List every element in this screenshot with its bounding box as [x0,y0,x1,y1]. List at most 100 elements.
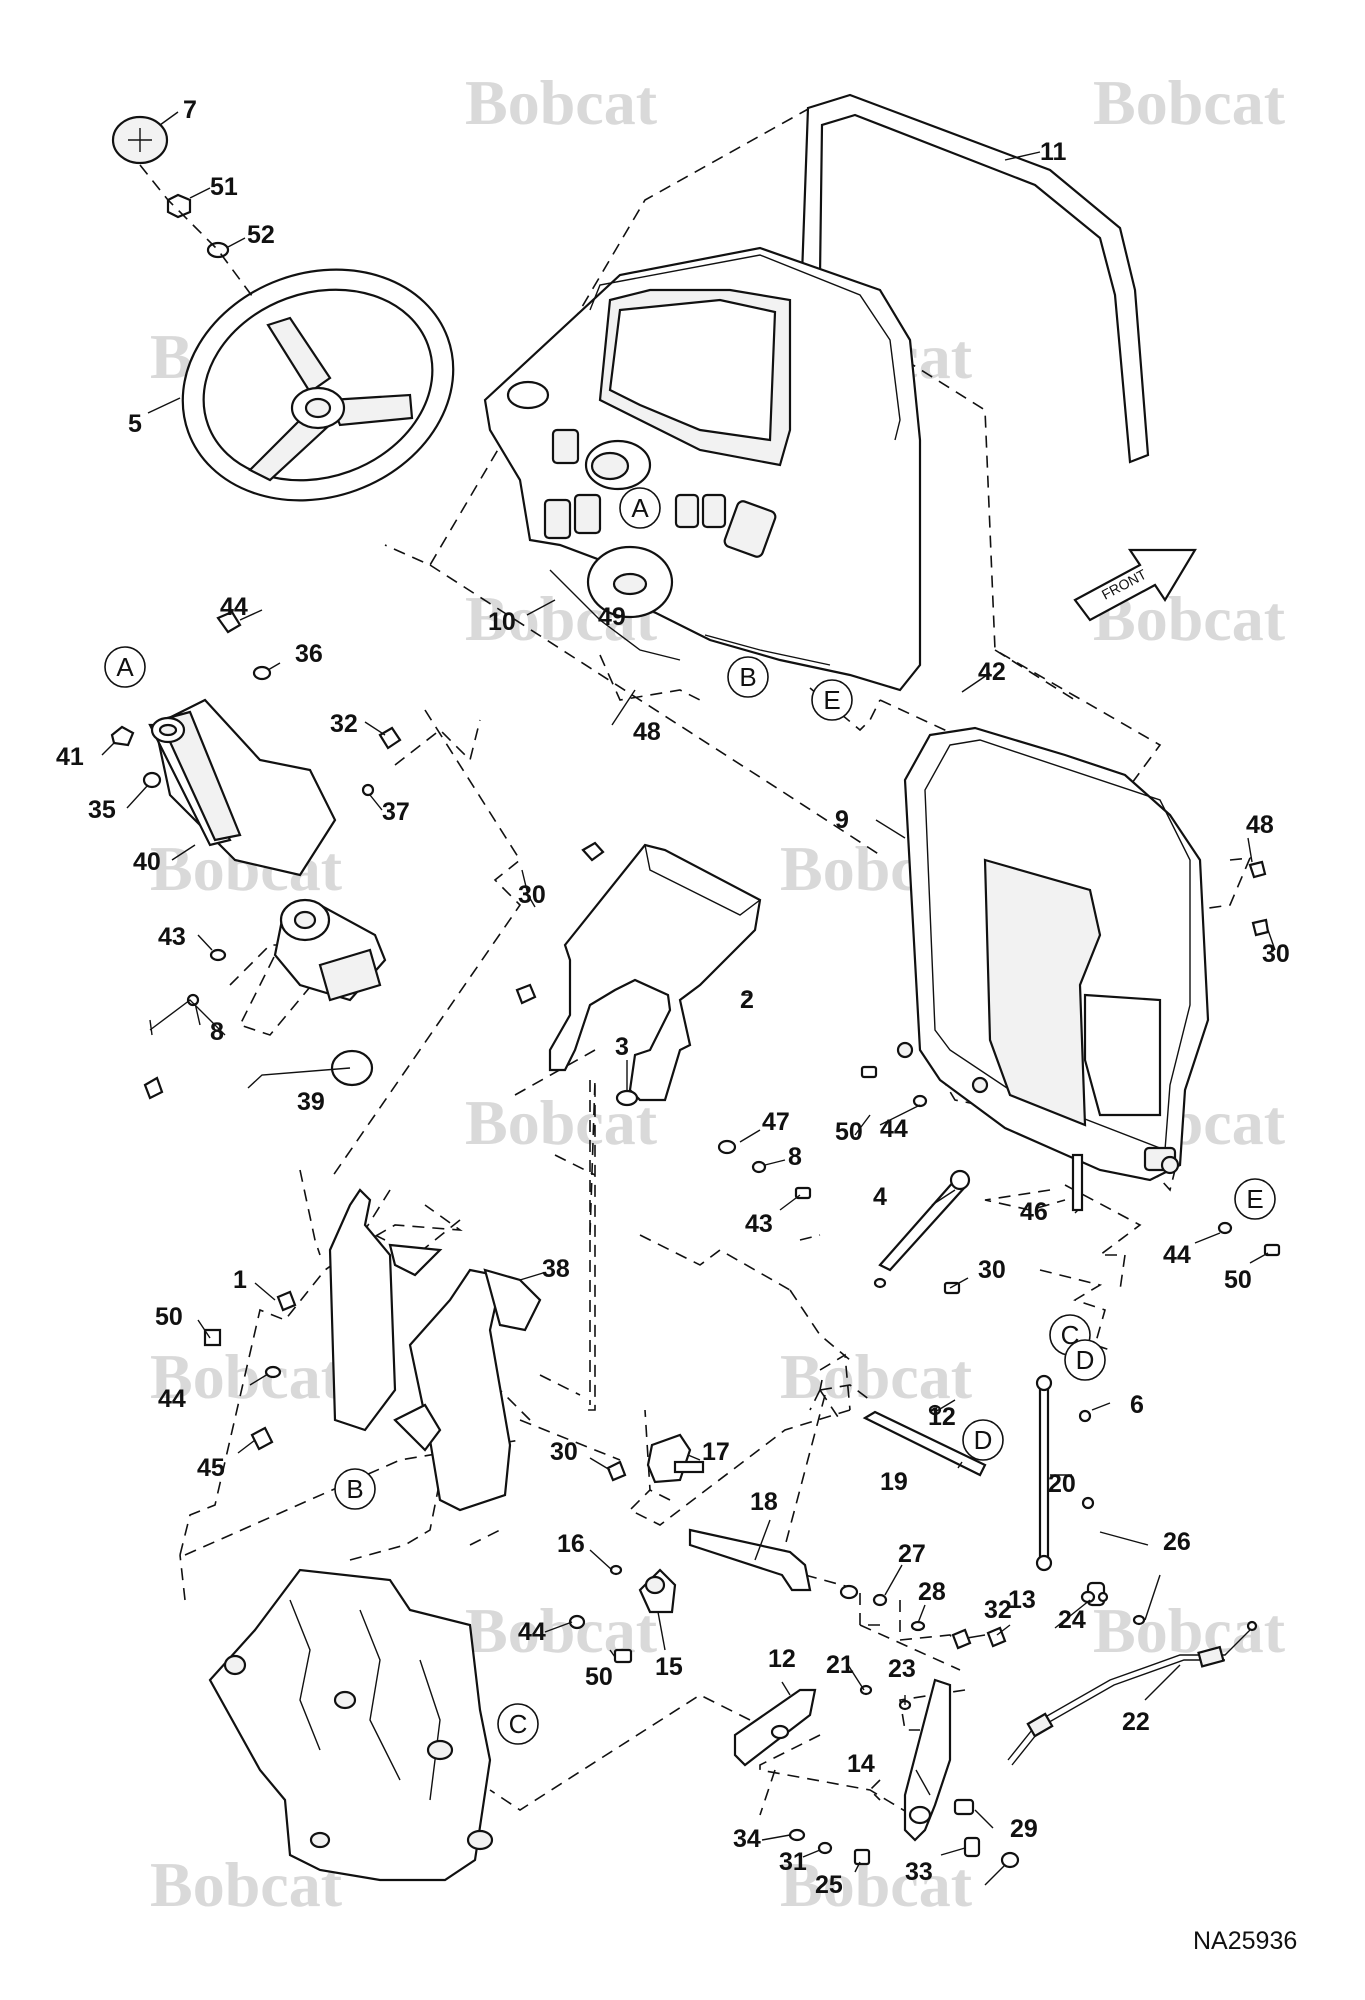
callout-7: 7 [183,96,197,124]
circled-ref-letter: D [974,1425,993,1455]
watermark-text: Bobcat [780,1341,973,1412]
callout-50: 50 [1224,1266,1252,1294]
circled-ref-letter: E [823,685,840,715]
hardware [110,610,1281,1866]
circled-ref-letter: B [346,1474,363,1504]
transmission-housing [208,1568,494,1882]
circled-ref-letter: D [1076,1345,1095,1375]
cable-23 [1007,1620,1258,1766]
callout-33: 33 [905,1858,933,1886]
circled-ref-B: B [727,656,769,698]
callout-24: 24 [1058,1606,1086,1634]
horn-cap-7 [111,115,169,165]
callout-49: 49 [598,603,626,631]
circled-ref-letter: B [739,662,756,692]
callout-29: 29 [1010,1815,1038,1843]
washer-52 [206,241,230,259]
circled-ref-letter: C [509,1709,528,1739]
callout-44: 44 [1163,1241,1191,1269]
circled-ref-C: C [497,1703,539,1745]
circled-ref-letter: A [116,652,134,682]
bracket-2 [548,843,762,1102]
callout-25: 25 [815,1871,843,1899]
watermark-text: Bobcat [1093,67,1286,138]
callout-19: 19 [880,1468,908,1496]
callout-44: 44 [518,1618,546,1646]
callout-18: 18 [750,1488,778,1516]
callout-47: 47 [762,1108,790,1136]
callout-5: 5 [128,410,142,438]
pin-46 [1071,1153,1084,1212]
rod-4 [878,1169,971,1272]
callout-48: 48 [1246,811,1274,839]
callout-15: 15 [655,1653,683,1681]
callout-34: 34 [733,1825,761,1853]
callout-36: 36 [295,640,323,668]
callout-44: 44 [158,1385,186,1413]
watermark-text: Bobcat [465,67,658,138]
watermark-text: Bobcat [780,1849,973,1920]
callout-12: 12 [768,1645,796,1673]
callout-38: 38 [542,1255,570,1283]
callout-14: 14 [847,1750,875,1778]
callout-22: 22 [1122,1708,1150,1736]
circled-ref-E: E [1234,1178,1276,1220]
damper-15 [638,1568,677,1614]
callout-52: 52 [247,221,275,249]
circled-ref-letter: A [631,493,649,523]
callout-23: 23 [888,1655,916,1683]
callout-46: 46 [1020,1198,1048,1226]
callout-1: 1 [233,1266,247,1294]
plate-24 [733,1688,817,1767]
callout-39: 39 [297,1088,325,1116]
callout-32: 32 [330,710,358,738]
leader-lines [101,111,1276,1886]
callout-32: 32 [984,1596,1012,1624]
callout-13: 13 [1008,1586,1036,1614]
callout-10: 10 [488,608,516,636]
circled-ref-B: B [334,1468,376,1510]
callout-41: 41 [56,743,84,771]
callout-11: 11 [1040,138,1067,166]
watermark-text: Bobcat [150,1341,343,1412]
seal-strip-11 [800,93,1150,464]
dash-console-10 [483,246,922,692]
callout-35: 35 [88,796,116,824]
circled-ref-A: A [104,646,146,688]
bracket-38 [393,1268,542,1512]
circled-ref-D: D [1064,1339,1106,1381]
callout-6: 6 [1130,1391,1144,1419]
panel-frame-9 [896,726,1210,1182]
callout-16: 16 [557,1530,585,1558]
rod-20 [1035,1374,1053,1572]
callout-8: 8 [788,1143,802,1171]
callout-21: 21 [826,1651,854,1679]
callout-28: 28 [918,1578,946,1606]
callout-44: 44 [880,1115,908,1143]
circled-ref-E: E [811,679,853,721]
callout-4: 4 [873,1183,887,1211]
lever-18 [688,1528,812,1592]
callout-26: 26 [1163,1528,1191,1556]
drawing-id: NA25936 [1193,1927,1297,1955]
callout-8: 8 [210,1018,224,1046]
callout-40: 40 [133,848,161,876]
callout-44: 44 [220,593,248,621]
pivot-17 [646,1433,705,1484]
callout-20: 20 [1048,1470,1076,1498]
circled-ref-A: A [619,487,661,529]
circled-ref-letter: E [1246,1184,1263,1214]
callout-12: 12 [928,1403,956,1431]
callout-43: 43 [158,923,186,951]
callout-48: 48 [633,718,661,746]
steering-column [148,698,387,1087]
callout-42: 42 [978,658,1006,686]
steering-wheel-5 [181,268,455,502]
callout-27: 27 [898,1540,926,1568]
callout-2: 2 [740,986,754,1014]
callout-30: 30 [550,1438,578,1466]
callout-45: 45 [197,1454,225,1482]
